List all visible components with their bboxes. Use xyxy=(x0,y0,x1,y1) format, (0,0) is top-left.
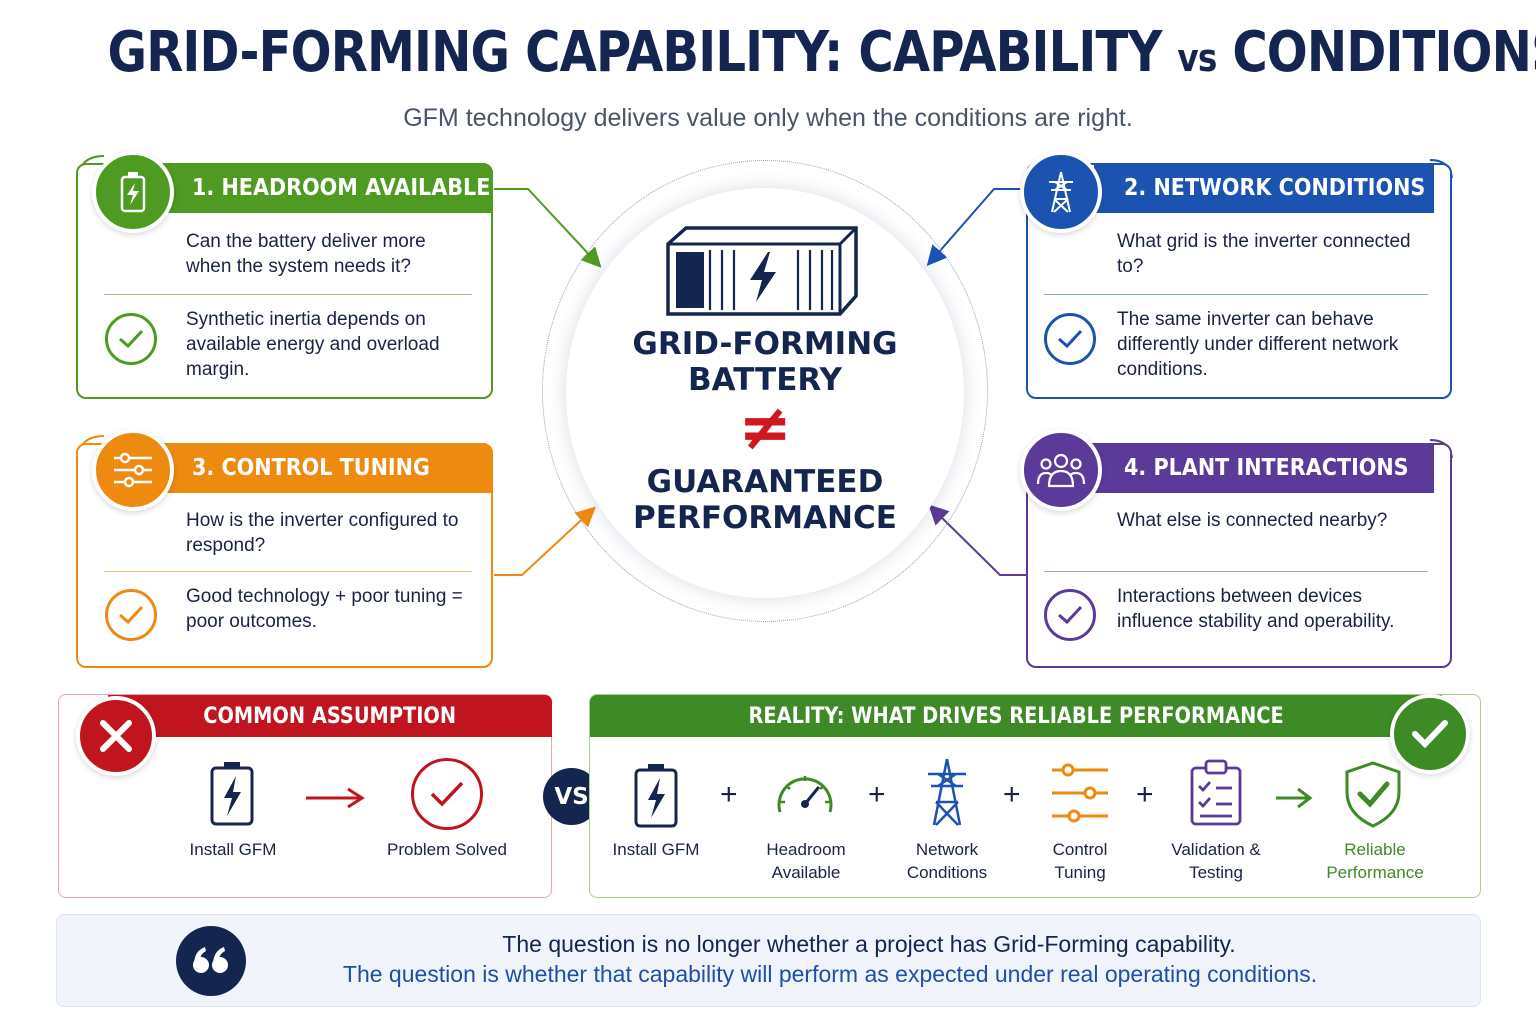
card-plant-answer: Interactions between devices influence s… xyxy=(1117,586,1395,632)
battery-icon xyxy=(92,151,174,233)
title-vs: vs xyxy=(1177,36,1217,80)
center-line3: GUARANTEED xyxy=(646,464,884,500)
gauge-icon xyxy=(772,764,838,829)
divider xyxy=(1044,571,1428,572)
arrow-right-icon xyxy=(304,786,366,815)
card-headroom-question: Can the battery deliver more when the sy… xyxy=(186,231,426,277)
assumption-step1-label: Install GFM xyxy=(189,840,277,859)
check-icon xyxy=(1390,694,1470,774)
card-network-answer: The same inverter can behave differently… xyxy=(1117,309,1399,380)
sliders-icon xyxy=(1050,762,1110,829)
reality-step1-label: Install GFM xyxy=(612,840,700,859)
title-end: CONDITIONS xyxy=(1216,20,1536,85)
card-control-answer: Good technology + poor tuning = poor out… xyxy=(186,586,463,632)
plus-sign: + xyxy=(1003,778,1021,811)
divider xyxy=(104,571,472,572)
card-headroom-answer: Synthetic inertia depends on available e… xyxy=(186,309,440,380)
quote-icon xyxy=(176,926,246,996)
card-plant-question: What else is connected nearby? xyxy=(1117,510,1388,531)
quote-line2: The question is whether that capability … xyxy=(342,961,1318,987)
plus-sign: + xyxy=(1136,778,1154,811)
card-control-header: 3. CONTROL TUNING xyxy=(152,443,493,493)
plus-sign: + xyxy=(720,778,738,811)
check-icon xyxy=(1044,589,1096,641)
card-plant-header: 4. PLANT INTERACTIONS xyxy=(1094,443,1434,493)
card-control-question: How is the inverter configured to respon… xyxy=(186,510,459,556)
sliders-icon xyxy=(92,429,174,511)
not-equal-sign: ≠ xyxy=(738,391,792,465)
shield-check-icon xyxy=(1343,760,1403,833)
transmission-tower-icon xyxy=(1020,151,1102,233)
plus-sign: + xyxy=(868,778,886,811)
check-icon xyxy=(1044,313,1096,365)
arrow-right-icon xyxy=(1274,786,1314,815)
center-line4: PERFORMANCE xyxy=(633,500,897,536)
subtitle: GFM technology delivers value only when … xyxy=(403,104,1133,132)
common-assumption-header: COMMON ASSUMPTION xyxy=(108,695,552,737)
center-dotted-ring xyxy=(542,160,988,622)
reality-step5-label: Validation &Testing xyxy=(1171,840,1261,882)
clipboard-checklist-icon xyxy=(1188,758,1244,831)
divider xyxy=(104,294,472,295)
check-circle-icon xyxy=(411,758,483,830)
page-title: GRID-FORMING CAPABILITY: CAPABILITY vs C… xyxy=(107,20,1536,85)
card-network-question: What grid is the inverter connected to? xyxy=(1117,231,1411,277)
transmission-tower-icon xyxy=(922,756,972,833)
check-icon xyxy=(105,313,157,365)
people-group-icon xyxy=(1020,429,1102,511)
check-icon xyxy=(105,589,157,641)
battery-icon xyxy=(632,762,680,833)
x-icon xyxy=(76,696,156,776)
card-headroom-header: 1. HEADROOM AVAILABLE xyxy=(152,163,493,213)
quote-box xyxy=(56,914,1481,1007)
battery-container-icon xyxy=(664,224,860,325)
card-network-header: 2. NETWORK CONDITIONS xyxy=(1094,163,1434,213)
center-line2: BATTERY xyxy=(687,362,843,398)
assumption-step2-label: Problem Solved xyxy=(386,840,507,859)
reality-header: REALITY: WHAT DRIVES RELIABLE PERFORMANC… xyxy=(590,695,1442,737)
divider xyxy=(1044,294,1428,295)
battery-icon xyxy=(208,760,256,831)
quote-line1: The question is no longer whether a proj… xyxy=(502,931,1236,957)
title-main: GRID-FORMING CAPABILITY: CAPABILITY xyxy=(107,20,1178,85)
center-line1: GRID-FORMING xyxy=(632,326,898,362)
